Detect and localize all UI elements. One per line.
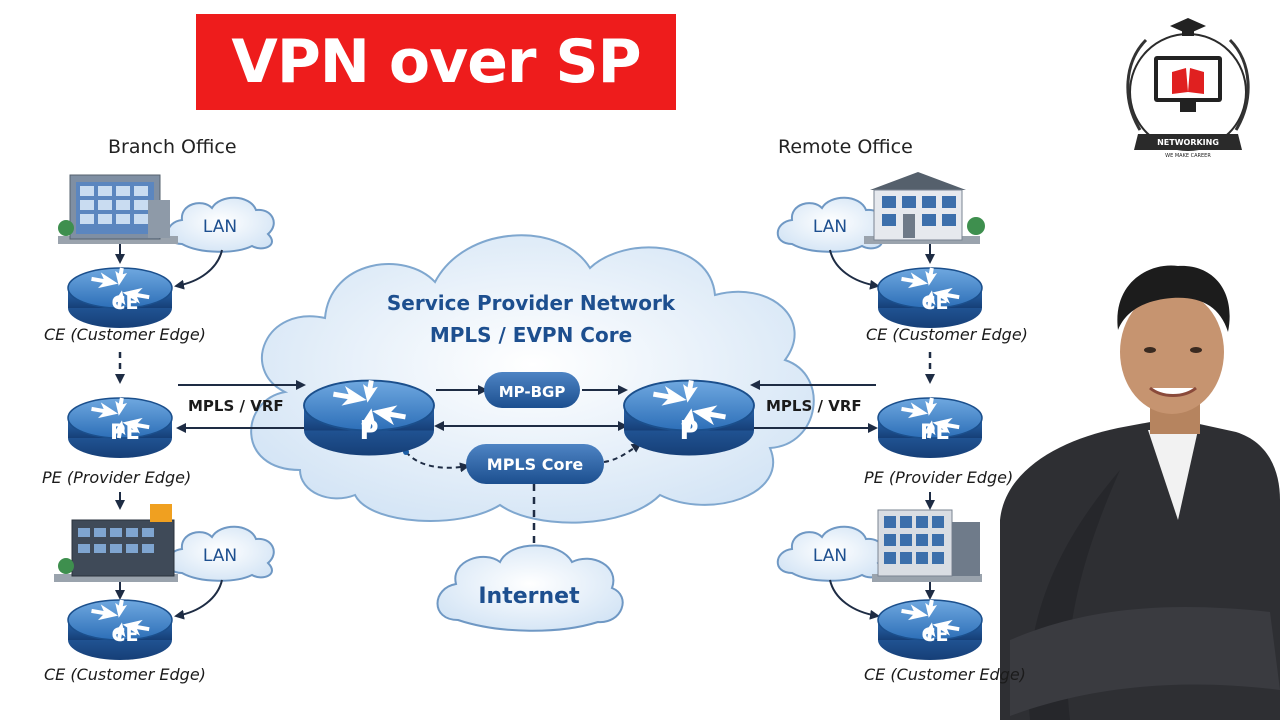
lan-label-branch-bottom: LAN	[203, 546, 237, 566]
lan-cloud-branch-top	[166, 196, 275, 253]
logo-text: NETWORKING	[1157, 138, 1219, 147]
ce-label-branch-top: CE	[112, 292, 139, 314]
lan-cloud-remote-top	[776, 196, 885, 253]
ce-label-remote-bottom: CE	[922, 624, 949, 646]
mpbgp-label: MP-BGP	[499, 383, 566, 401]
lan-cloud-remote-bottom	[776, 525, 885, 582]
brand-logo: NETWORKING WE MAKE CAREER	[1126, 18, 1250, 159]
building-branch-top	[58, 174, 178, 244]
ce-caption-branch-bottom: CE (Customer Edge)	[44, 665, 206, 684]
presenter-photo	[1000, 265, 1280, 720]
pe-caption-branch: PE (Provider Edge)	[42, 468, 192, 487]
building-remote-top	[864, 172, 985, 244]
link-label-branch: MPLS / VRF	[188, 397, 284, 415]
ce-label-remote-top: CE	[922, 292, 949, 314]
page-title: VPN over SP	[231, 27, 641, 97]
building-branch-bottom	[54, 504, 178, 582]
lan-label-remote-top: LAN	[813, 217, 847, 237]
mpls-core-label: MPLS Core	[487, 455, 584, 474]
pe-label-branch: PE	[110, 420, 140, 444]
ce-caption-branch-top: CE (Customer Edge)	[44, 325, 206, 344]
lan-label-branch-top: LAN	[203, 217, 237, 237]
internet-cloud	[436, 544, 624, 632]
p-label-left: P	[359, 416, 378, 446]
sp-network-title: Service Provider Network	[387, 291, 676, 315]
logo-tagline: WE MAKE CAREER	[1165, 153, 1211, 159]
link-label-remote: MPLS / VRF	[766, 397, 862, 415]
internet-label: Internet	[478, 584, 580, 609]
lan-label-remote-bottom: LAN	[813, 546, 847, 566]
mpls-core-pill	[466, 444, 604, 484]
sp-network-subtitle: MPLS / EVPN Core	[430, 323, 632, 347]
branch-office-header: Branch Office	[108, 136, 237, 158]
pe-label-remote: PE	[920, 420, 950, 444]
building-remote-bottom	[872, 509, 982, 582]
ce-caption-remote-bottom: CE (Customer Edge)	[864, 665, 1026, 684]
mpbgp-pill	[484, 372, 580, 408]
title-banner: VPN over SP	[196, 14, 676, 110]
connection-lines	[115, 244, 935, 620]
p-label-right: P	[679, 416, 698, 446]
ce-label-branch-bottom: CE	[112, 624, 139, 646]
ce-caption-remote-top: CE (Customer Edge)	[866, 325, 1028, 344]
pe-caption-remote: PE (Provider Edge)	[864, 468, 1014, 487]
remote-office-header: Remote Office	[778, 136, 913, 158]
lan-cloud-branch-bottom	[166, 525, 275, 582]
